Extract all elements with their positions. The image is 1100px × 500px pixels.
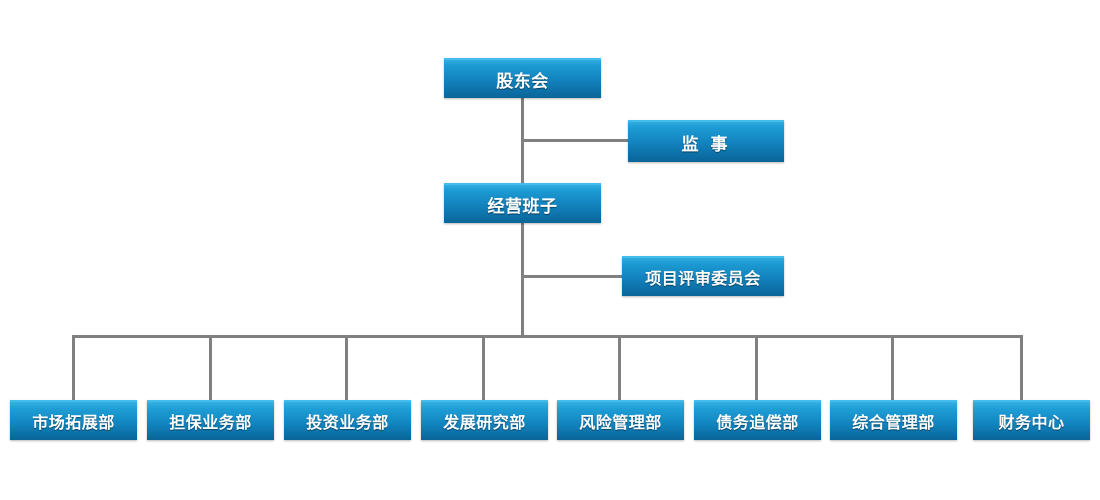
node-supervisor[interactable]: 监 事 [628,120,784,162]
node-department-risk-management[interactable]: 风险管理部 [557,400,684,440]
node-shareholders-meeting[interactable]: 股东会 [444,58,601,98]
node-department-guarantee-business[interactable]: 担保业务部 [147,400,274,440]
node-department-investment-business[interactable]: 投资业务部 [284,400,411,440]
connector-drop-dept-7 [891,335,894,401]
connector-drop-dept-2 [209,335,212,401]
connector-bus-horizontal [72,335,1023,338]
node-department-finance-center[interactable]: 财务中心 [973,400,1090,440]
node-department-market-development[interactable]: 市场拓展部 [10,400,137,440]
connector-drop-dept-4 [482,335,485,401]
node-department-development-research[interactable]: 发展研究部 [421,400,548,440]
connector-drop-dept-8 [1020,335,1023,401]
connector-to-review-committee [521,275,624,278]
node-department-debt-recovery[interactable]: 债务追偿部 [694,400,821,440]
connector-drop-dept-1 [72,335,75,401]
node-project-review-committee[interactable]: 项目评审委员会 [622,256,784,296]
node-department-general-management[interactable]: 综合管理部 [830,400,957,440]
connector-drop-dept-5 [618,335,621,401]
connector-drop-dept-3 [345,335,348,401]
connector-to-supervisor [521,139,630,142]
connector-drop-dept-6 [755,335,758,401]
node-management-team[interactable]: 经营班子 [444,183,601,223]
